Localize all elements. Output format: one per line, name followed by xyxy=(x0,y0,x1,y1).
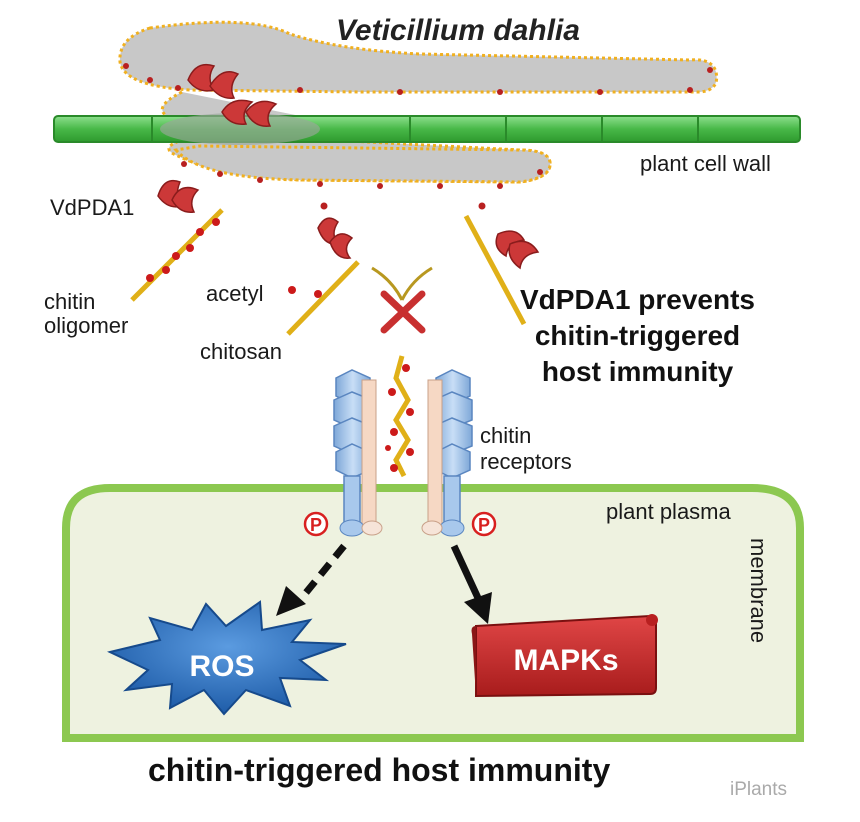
conclusion-line-2: chitin-triggered xyxy=(534,320,741,351)
chitosan-label: chitosan xyxy=(200,339,282,364)
phospho-left-label: P xyxy=(310,515,322,535)
vdpda1-label: VdPDA1 xyxy=(50,195,135,220)
cell-wall-label: plant cell wall xyxy=(640,151,771,176)
mapks-box: MAPKs xyxy=(471,614,658,698)
plasma-membrane-label-1: plant plasma xyxy=(606,499,731,524)
arrow-to-ros xyxy=(276,543,347,616)
bound-chitin-oligomer xyxy=(385,355,414,478)
vdpda1-enzyme-centre xyxy=(317,217,354,259)
ros-burst: ROS xyxy=(107,600,347,716)
receptor-left xyxy=(333,369,383,537)
ros-label: ROS xyxy=(189,650,254,683)
acetyl-label: acetyl xyxy=(206,281,264,306)
watermark: iPlants xyxy=(730,779,788,800)
phospho-left: P xyxy=(303,511,329,537)
organism-title: Veticillium dahlia xyxy=(336,14,580,47)
plasma-membrane-label-2: membrane xyxy=(746,538,771,644)
chitin-oligomer-label-2: oligomer xyxy=(44,313,129,338)
chitin-receptors xyxy=(333,355,473,537)
chitin-oligomer-label-1: chitin xyxy=(44,289,96,314)
phospho-right: P xyxy=(471,511,497,537)
mapks-label: MAPKs xyxy=(513,644,618,677)
vdpda1-enzymes-fungus xyxy=(187,63,278,127)
footer-caption: chitin-triggered host immunity xyxy=(148,752,611,788)
arrow-to-mapks xyxy=(450,544,492,624)
acetyl-dot xyxy=(288,286,296,294)
chitosan-chain-right xyxy=(463,214,527,326)
conclusion-line-3: host immunity xyxy=(541,356,734,387)
plant-cell-wall xyxy=(53,113,801,145)
conclusion-line-1: VdPDA1 prevents xyxy=(520,284,755,315)
phospho-right-label: P xyxy=(478,515,490,535)
receptor-right xyxy=(421,369,473,537)
blocked-signal xyxy=(371,266,433,334)
chitosan-chain xyxy=(286,260,360,336)
receptors-label-1: chitin xyxy=(480,423,532,448)
conclusion-message: VdPDA1 prevents chitin-triggered host im… xyxy=(520,282,755,390)
vdpda1-enzyme xyxy=(157,179,200,213)
secretion-dots xyxy=(123,63,713,210)
vdpda1-enzyme-right xyxy=(495,230,540,270)
chitin-oligomer-chain xyxy=(130,208,224,302)
receptors-label-2: receptors xyxy=(480,449,572,474)
